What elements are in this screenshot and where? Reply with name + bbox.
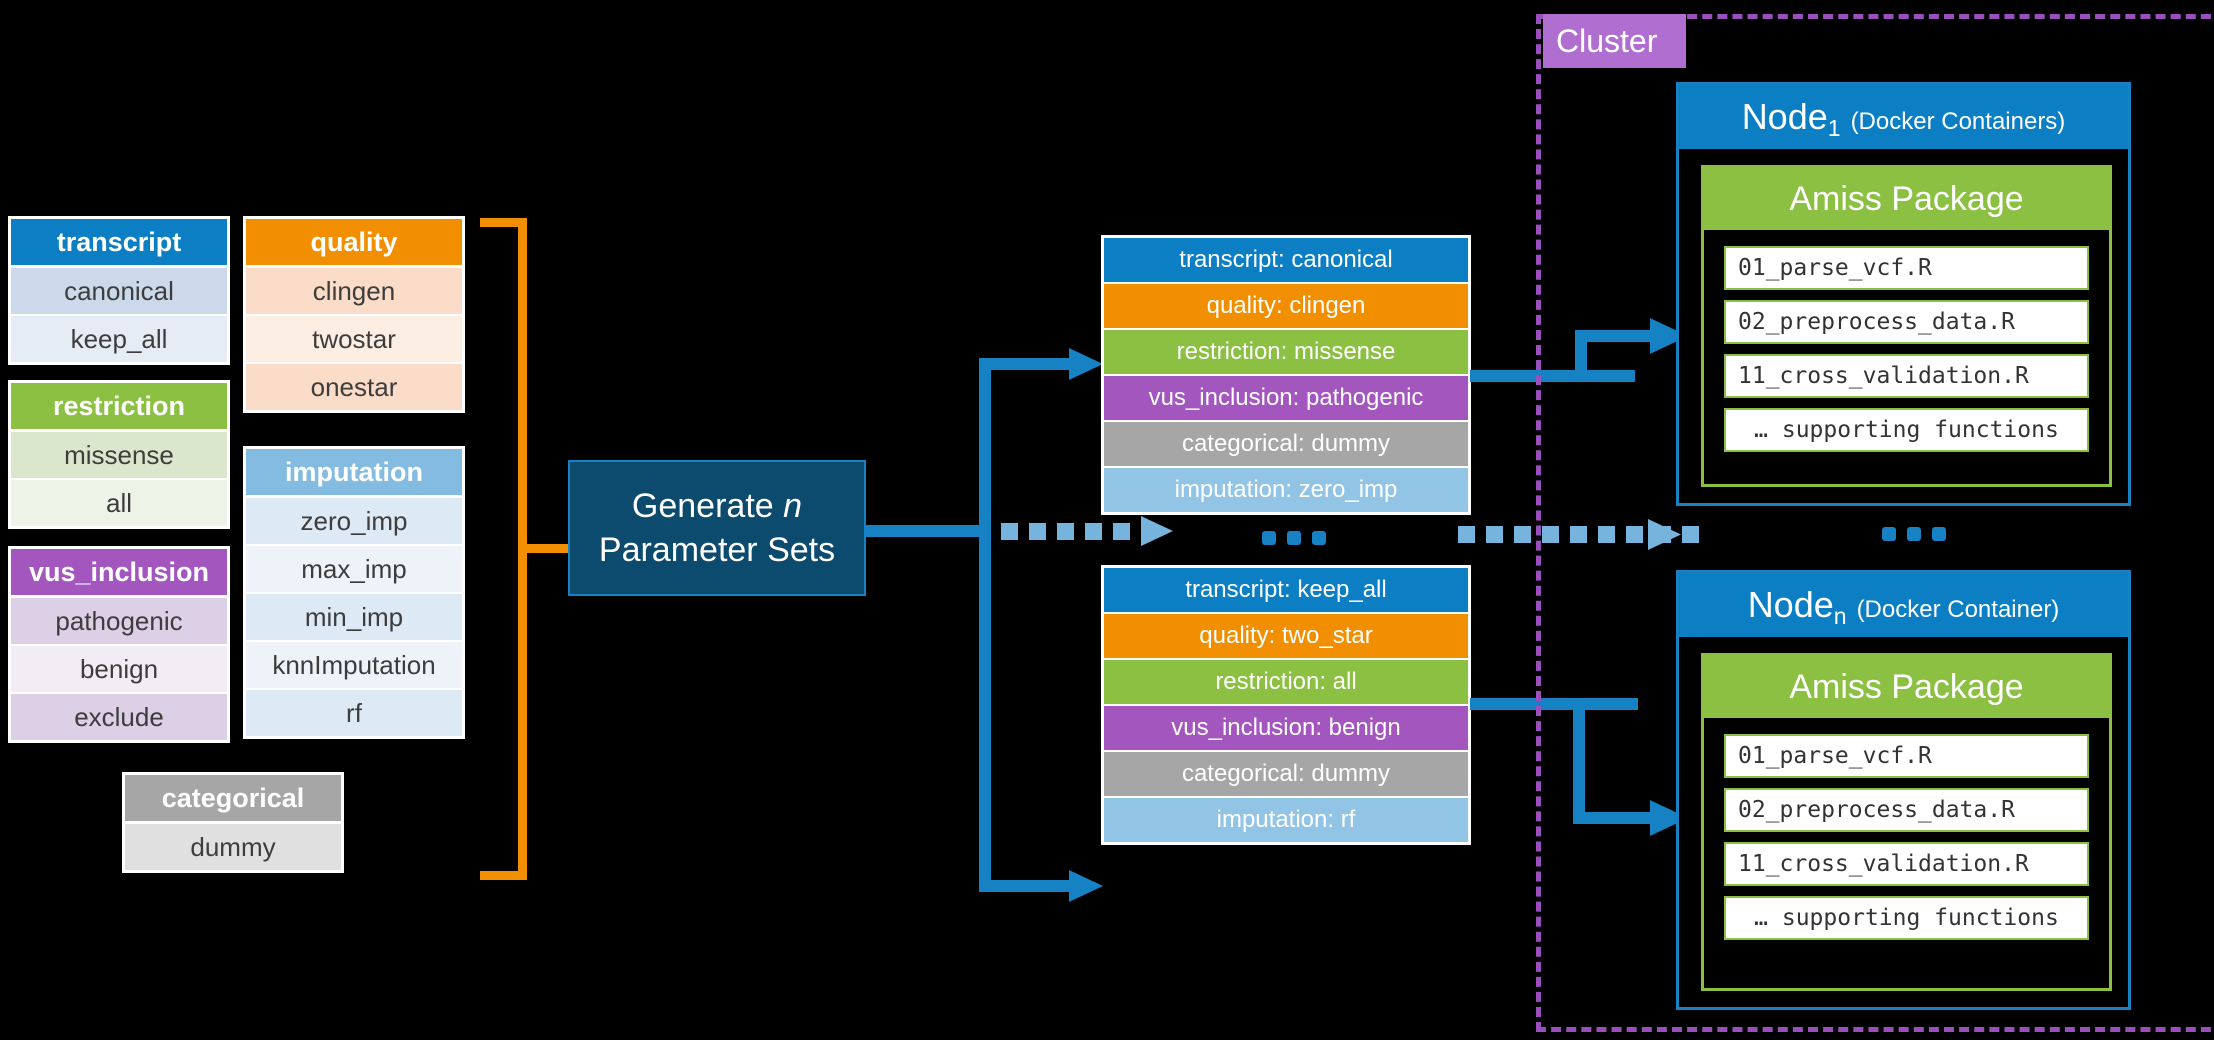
parameter-set-row: categorical: dummy	[1104, 752, 1468, 796]
node-subscript: 1	[1827, 115, 1841, 141]
script-file-item[interactable]: 02_preprocess_data.R	[1724, 300, 2089, 344]
parameter-option[interactable]: missense	[11, 432, 227, 478]
script-file-item[interactable]: 11_cross_validation.R	[1724, 842, 2089, 886]
parameter-option[interactable]: zero_imp	[246, 498, 462, 544]
parameter-table-header: vus_inclusion	[11, 549, 227, 595]
parameter-option[interactable]: knnImputation	[246, 642, 462, 688]
node-suffix: (Docker Containers)	[1850, 108, 2066, 135]
generate-line1-prefix: Generate	[631, 487, 784, 525]
parameter-option[interactable]: onestar	[246, 364, 462, 410]
parameter-table-header: quality	[246, 219, 462, 265]
parameter-option[interactable]: clingen	[246, 268, 462, 314]
script-file-item[interactable]: 02_preprocess_data.R	[1724, 788, 2089, 832]
parameter-option[interactable]: all	[11, 480, 227, 526]
script-file-item[interactable]: … supporting functions	[1724, 896, 2089, 940]
node-header: Node1 (Docker Containers)	[1679, 85, 2128, 149]
script-file-list: 01_parse_vcf.R 02_preprocess_data.R 11_cro…	[1704, 230, 2109, 472]
parameter-set-row: transcript: canonical	[1104, 238, 1468, 282]
generate-line2: Parameter Sets	[598, 531, 836, 569]
script-file-list: 01_parse_vcf.R 02_preprocess_data.R 11_cro…	[1704, 718, 2109, 960]
parameter-option[interactable]: min_imp	[246, 594, 462, 640]
amiss-package-title: Amiss Package	[1704, 656, 2109, 718]
parameter-sets-ellipsis	[1262, 531, 1326, 545]
amiss-package-box: Amiss Package 01_parse_vcf.R 02_preprocess…	[1701, 165, 2112, 487]
parameter-table-header: transcript	[11, 219, 227, 265]
node-title: Node	[1747, 584, 1834, 625]
parameter-option[interactable]: dummy	[125, 824, 341, 870]
node-header: Noden (Docker Container)	[1679, 573, 2128, 637]
parameter-set-row: transcript: keep_all	[1104, 568, 1468, 612]
parameter-table-header: restriction	[11, 383, 227, 429]
parameter-set-row: restriction: missense	[1104, 330, 1468, 374]
arrow-head-dotted-mid-left	[1141, 516, 1173, 546]
parameter-set-row: categorical: dummy	[1104, 422, 1468, 466]
parameter-set-row: quality: two_star	[1104, 614, 1468, 658]
parameter-set-row: quality: clingen	[1104, 284, 1468, 328]
dotted-arrow-mid-left	[1001, 523, 1130, 540]
script-file-item[interactable]: 01_parse_vcf.R	[1724, 734, 2089, 778]
parameter-set-row: restriction: all	[1104, 660, 1468, 704]
parameter-table-header: imputation	[246, 449, 462, 495]
arrow-head-to-set-1	[1069, 348, 1103, 380]
parameter-set-row: imputation: rf	[1104, 798, 1468, 842]
generate-parameter-sets-box[interactable]: Generate n Parameter Sets	[568, 460, 866, 596]
amiss-package-title: Amiss Package	[1704, 168, 2109, 230]
parameter-option[interactable]: exclude	[11, 694, 227, 740]
parameter-option[interactable]: twostar	[246, 316, 462, 362]
node-suffix: (Docker Container)	[1856, 596, 2060, 623]
parameter-option[interactable]: pathogenic	[11, 598, 227, 644]
parameter-set-row: vus_inclusion: benign	[1104, 706, 1468, 750]
parameter-set-row: imputation: zero_imp	[1104, 468, 1468, 512]
parameter-option[interactable]: canonical	[11, 268, 227, 314]
node-subscript: n	[1833, 603, 1847, 629]
parameter-option[interactable]: max_imp	[246, 546, 462, 592]
parameter-table-header: categorical	[125, 775, 341, 821]
generate-line1-italic: n	[783, 487, 803, 525]
cluster-boundary	[1536, 14, 2214, 1032]
nodes-ellipsis	[1882, 527, 1946, 541]
parameter-option[interactable]: keep_all	[11, 316, 227, 362]
parameter-option[interactable]: rf	[246, 690, 462, 736]
script-file-item[interactable]: … supporting functions	[1724, 408, 2089, 452]
cluster-label: Cluster	[1543, 14, 1686, 68]
parameter-set-row: vus_inclusion: pathogenic	[1104, 376, 1468, 420]
node-title: Node	[1741, 96, 1828, 137]
parameter-option[interactable]: benign	[11, 646, 227, 692]
amiss-package-box: Amiss Package 01_parse_vcf.R 02_preprocess…	[1701, 653, 2112, 991]
script-file-item[interactable]: 11_cross_validation.R	[1724, 354, 2089, 398]
parameter-bracket	[480, 218, 572, 880]
arrow-head-to-set-n	[1069, 870, 1103, 902]
script-file-item[interactable]: 01_parse_vcf.R	[1724, 246, 2089, 290]
